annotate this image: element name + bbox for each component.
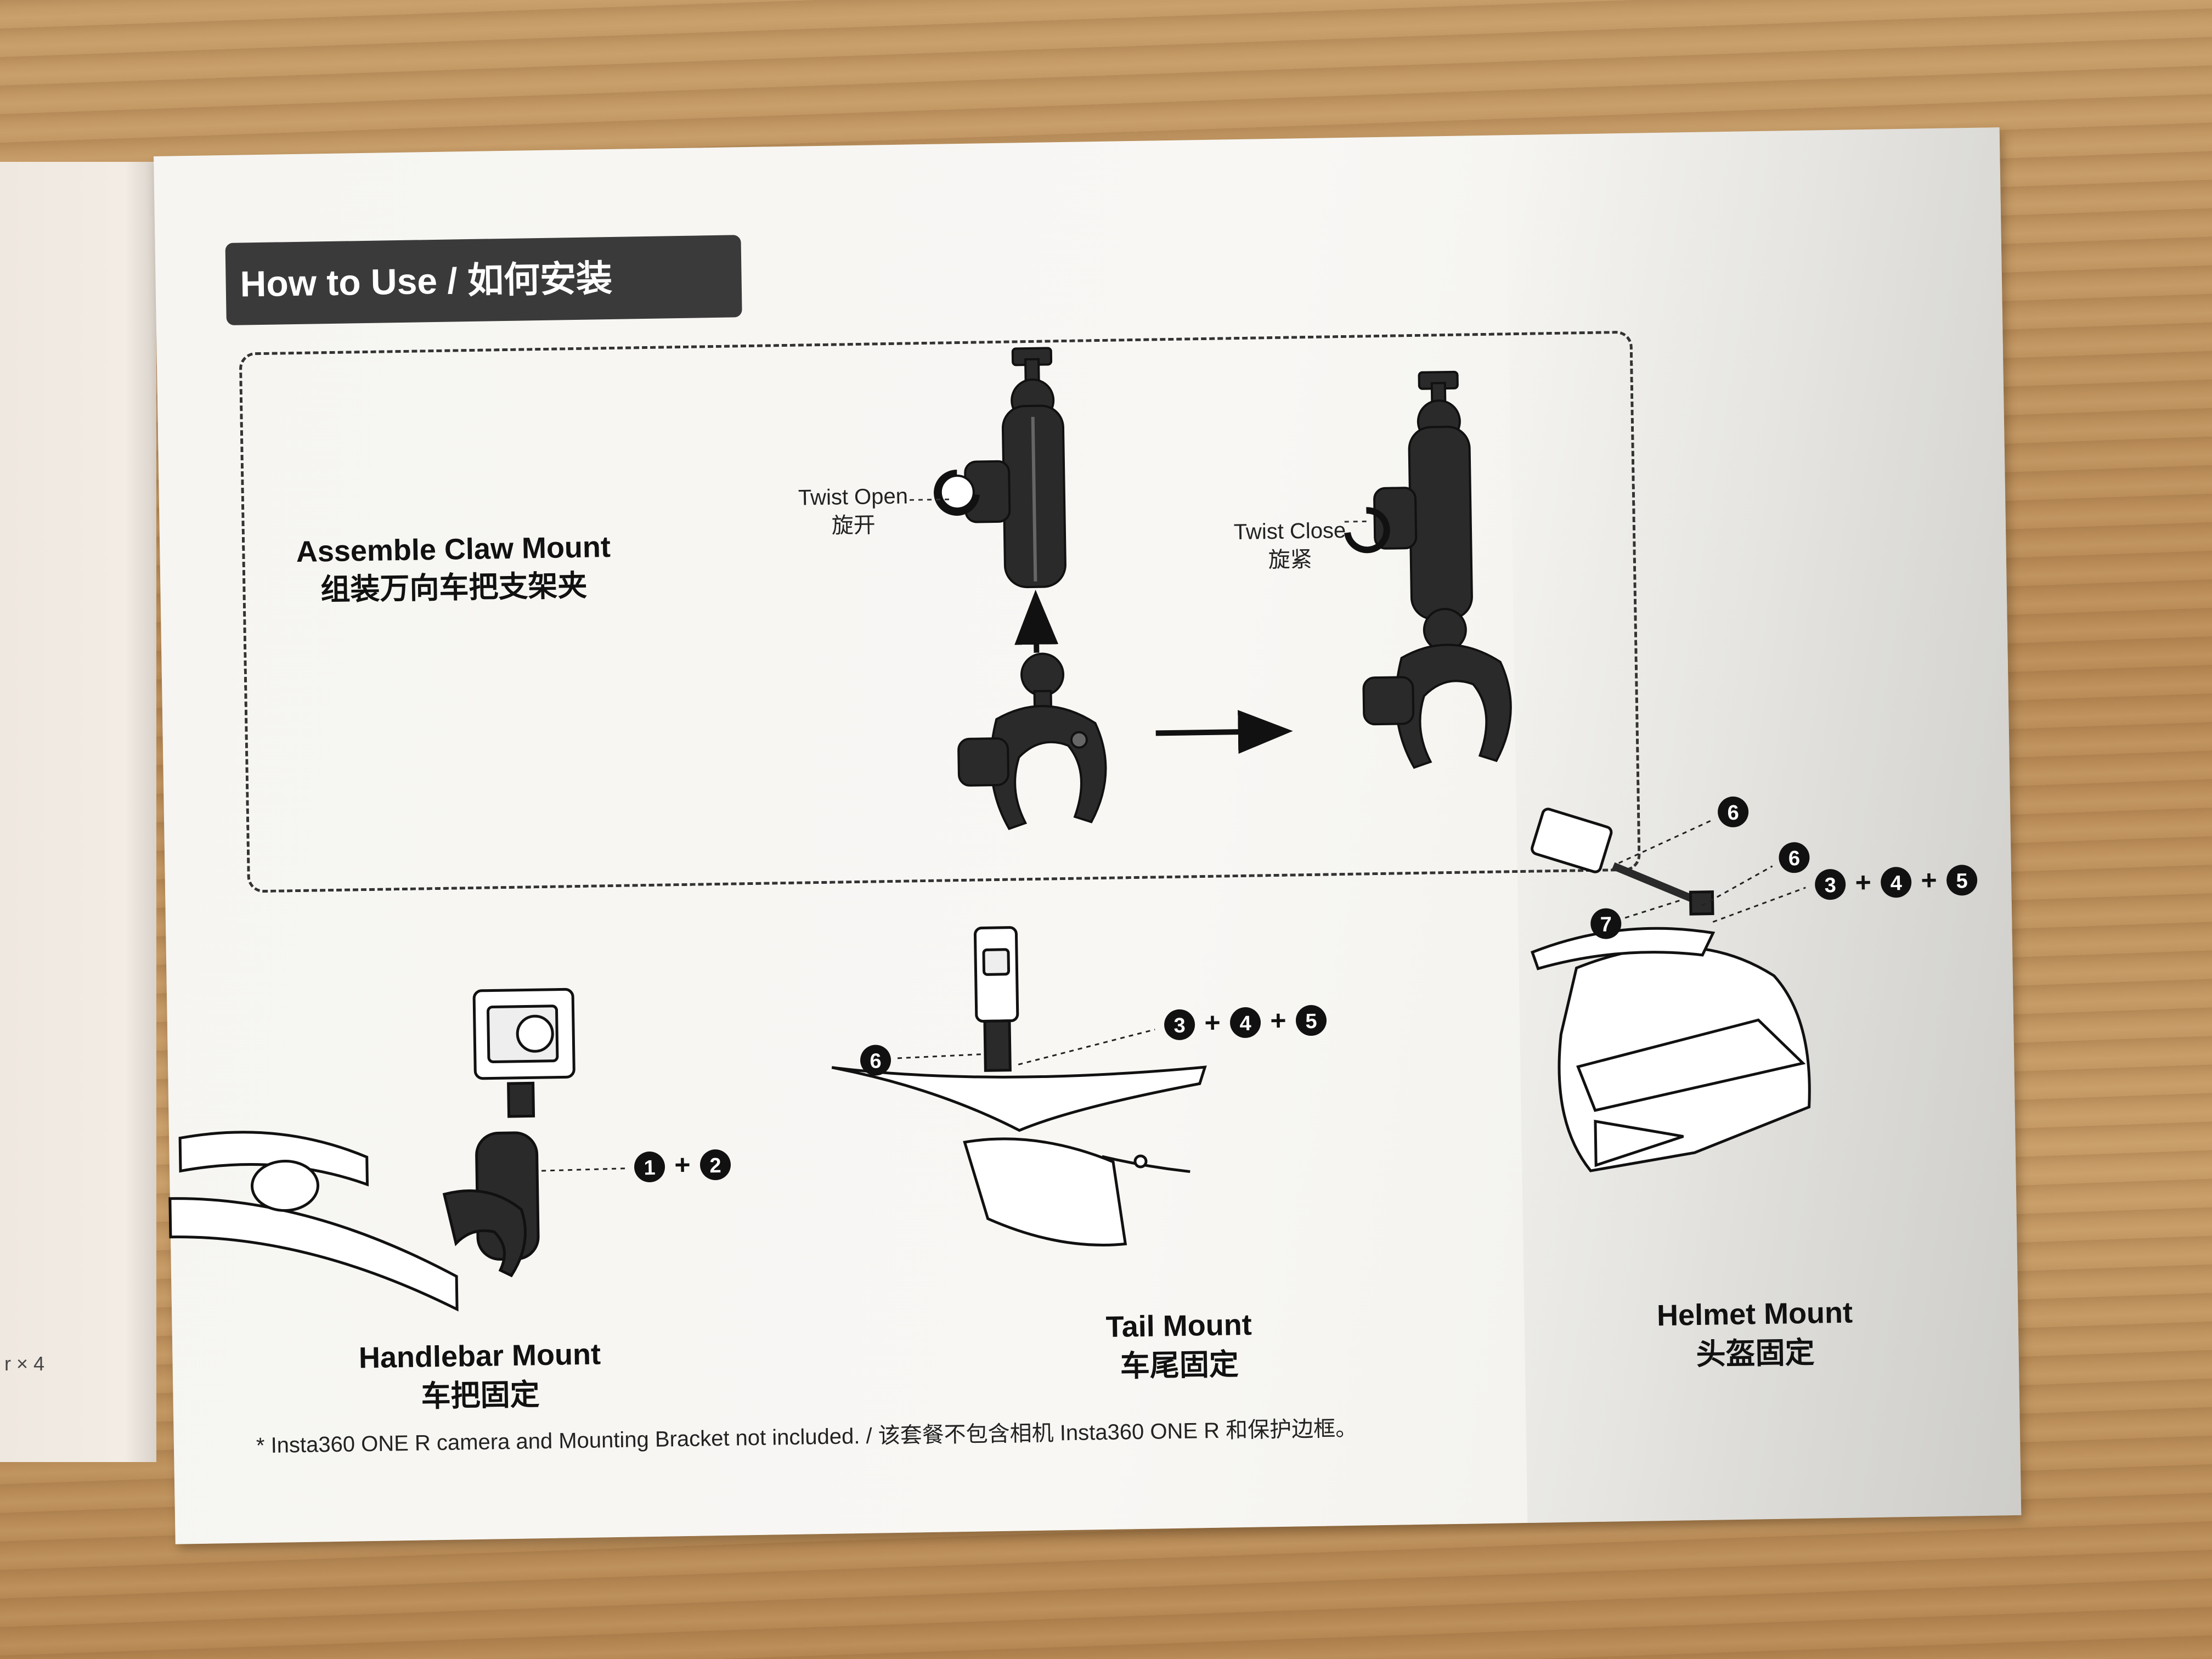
- tail-mount-label: Tail Mount 车尾固定: [1063, 1305, 1295, 1387]
- helmet-right-leader: [1712, 887, 1806, 923]
- callout-5: 5: [1956, 870, 1968, 893]
- tail-camera-illustration: [973, 926, 1019, 1072]
- tail-illustration: [831, 1065, 1207, 1246]
- callout-plus: +: [1921, 865, 1937, 895]
- helmet-mount-label: Helmet Mount 头盔固定: [1628, 1293, 1882, 1375]
- twist-open-leader: [909, 498, 950, 501]
- callout-6: 6: [870, 1049, 882, 1073]
- callout-2: 2: [709, 1154, 721, 1177]
- handlebar-label-en: Handlebar Mount: [358, 1338, 601, 1375]
- handlebar-camera-illustration: [442, 988, 575, 1278]
- handlebar-label-zh: 车把固定: [421, 1378, 540, 1413]
- callout-7: 7: [1600, 913, 1612, 936]
- callout-3: 3: [1173, 1014, 1186, 1037]
- callout-4: 4: [1239, 1012, 1251, 1035]
- tail-label-en: Tail Mount: [1105, 1308, 1252, 1344]
- callout-4: 4: [1890, 872, 1902, 895]
- helmet-left-leader: [1624, 900, 1680, 919]
- callout-plus: +: [674, 1149, 691, 1180]
- handlebar-mount-label: Handlebar Mount 车把固定: [331, 1334, 629, 1418]
- illustrations: 1 + 2 6: [168, 347, 1978, 1312]
- left-page-edge: r × 4: [0, 162, 156, 1462]
- claw-clamp-illustration: [957, 652, 1107, 831]
- arm-exploded-illustration: [934, 347, 1066, 589]
- helmet-camera-illustration: [1531, 808, 1714, 916]
- left-page-text-fragment: r × 4: [4, 1352, 45, 1375]
- helmet-label-en: Helmet Mount: [1656, 1296, 1853, 1333]
- callout-6-mid: 6: [1788, 847, 1801, 870]
- callout-6-top: 6: [1727, 802, 1739, 825]
- callout-plus: +: [1204, 1007, 1221, 1038]
- helmet-illustration: [1530, 927, 1811, 1172]
- helmet-top-leader: [1618, 820, 1712, 864]
- callout-5: 5: [1305, 1010, 1317, 1033]
- helmet-callouts: 6 6 7 3 + 4 + 5: [1590, 796, 1978, 939]
- paper-sheet: How to Use / 如何安装 Assemble Claw Mount 组装…: [154, 127, 2022, 1544]
- tail-label-zh: 车尾固定: [1120, 1348, 1239, 1383]
- tail-left-leader: [897, 1053, 985, 1059]
- handlebar-callout: 1 + 2: [634, 1149, 731, 1183]
- helmet-label-zh: 头盔固定: [1696, 1336, 1815, 1372]
- helmet-mid-leader: [1701, 865, 1773, 907]
- tail-right-leader: [1018, 1029, 1155, 1065]
- handlebar-leader: [541, 1167, 625, 1172]
- assembly-right-arrow: [1155, 710, 1293, 754]
- callout-plus: +: [1270, 1005, 1286, 1036]
- twist-close-leader: [1344, 520, 1369, 523]
- callout-3: 3: [1824, 874, 1836, 897]
- handlebar-illustration: [168, 1131, 459, 1312]
- tail-callout-left: 6: [860, 1045, 891, 1076]
- callout-1: 1: [644, 1156, 656, 1180]
- assembled-mount-illustration: [1344, 370, 1512, 769]
- tail-callout-right: 3 + 4 + 5: [1164, 1005, 1327, 1040]
- callout-plus: +: [1855, 867, 1871, 898]
